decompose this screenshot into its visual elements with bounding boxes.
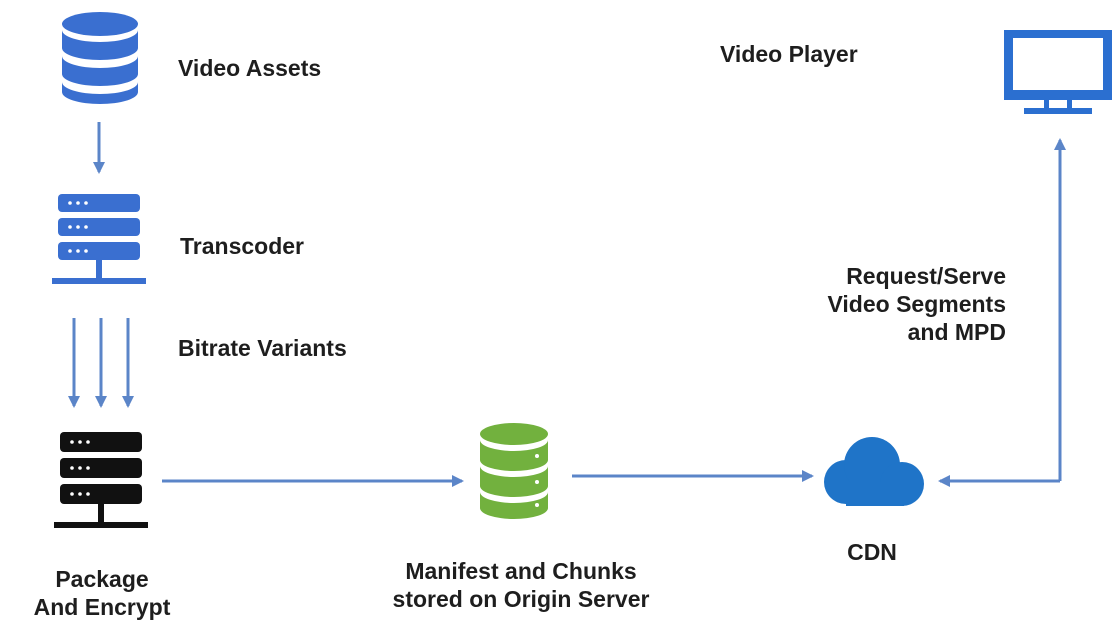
origin-server-line2: stored on Origin Server xyxy=(392,586,650,612)
video-assets-label: Video Assets xyxy=(178,55,322,81)
package-encrypt-line1: Package xyxy=(55,566,149,592)
video-player-monitor-icon xyxy=(1004,30,1112,114)
request-serve-line2: Video Segments xyxy=(827,291,1006,317)
transcoder-server-icon xyxy=(52,194,146,284)
request-serve-line3: and MPD xyxy=(907,319,1006,345)
package-encrypt-label: Package And Encrypt xyxy=(22,565,182,621)
request-serve-line1: Request/Serve xyxy=(846,263,1006,289)
origin-server-label: Manifest and Chunks stored on Origin Ser… xyxy=(366,557,676,613)
package-server-icon xyxy=(54,432,148,528)
video-player-label: Video Player xyxy=(720,41,858,67)
transcoder-label: Transcoder xyxy=(180,233,304,259)
origin-server-line1: Manifest and Chunks xyxy=(405,558,637,584)
cdn-cloud-icon xyxy=(824,437,924,506)
bitrate-variants-label: Bitrate Variants xyxy=(178,335,347,361)
cdn-label: CDN xyxy=(847,539,897,565)
package-encrypt-line2: And Encrypt xyxy=(33,594,171,620)
request-serve-label: Request/Serve Video Segments and MPD xyxy=(760,262,1006,346)
origin-server-database-icon xyxy=(480,423,548,519)
video-assets-database-icon xyxy=(62,12,138,104)
